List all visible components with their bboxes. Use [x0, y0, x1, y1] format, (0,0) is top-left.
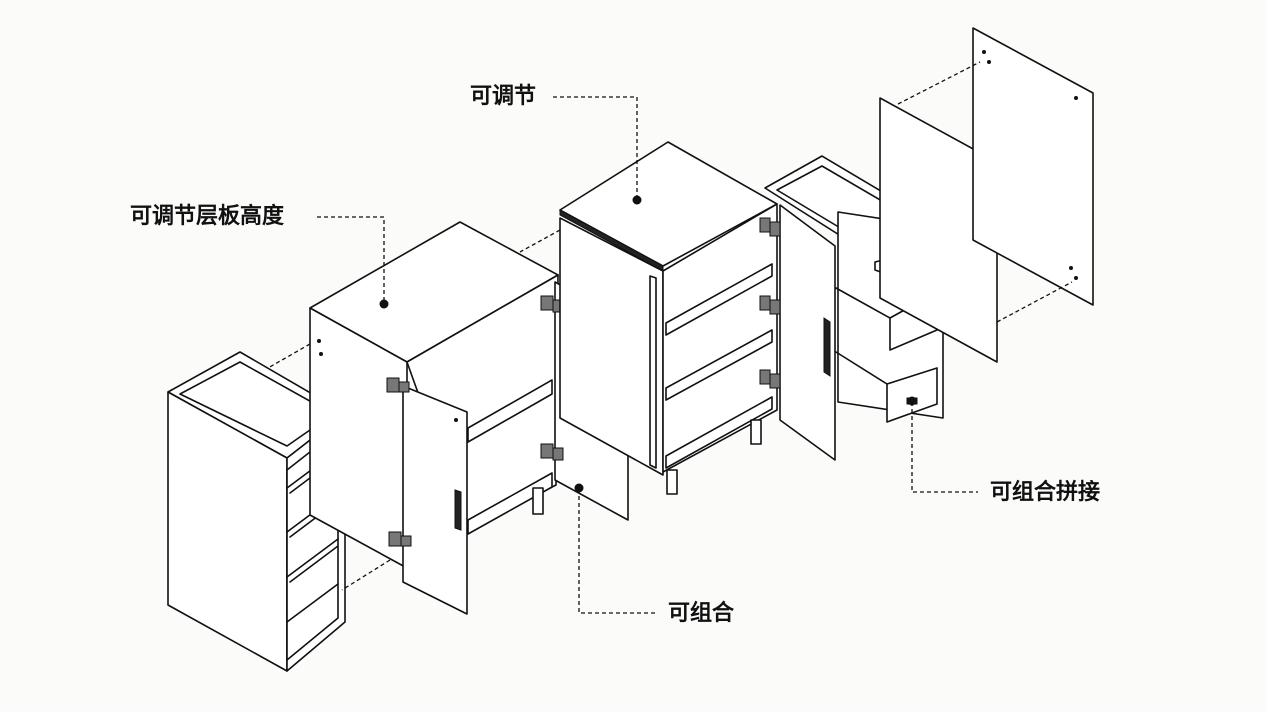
callout-dot-adjustable: [632, 195, 642, 205]
dashed-connectors: [267, 61, 1073, 614]
cabinet-centre-tall: [559, 141, 836, 495]
label-adjustable: 可调节: [470, 84, 537, 109]
label-combinable-joining: 可组合拼接: [990, 480, 1101, 505]
label-combinable: 可组合: [668, 601, 735, 626]
back-panels: [879, 27, 1094, 363]
label-adjustable-shelf-height: 可调节层板高度: [130, 204, 285, 229]
callout-dot-combinable: [574, 483, 584, 493]
callout-dot-combinable-joining: [907, 396, 917, 406]
callout-dot-shelf-height: [379, 299, 389, 309]
